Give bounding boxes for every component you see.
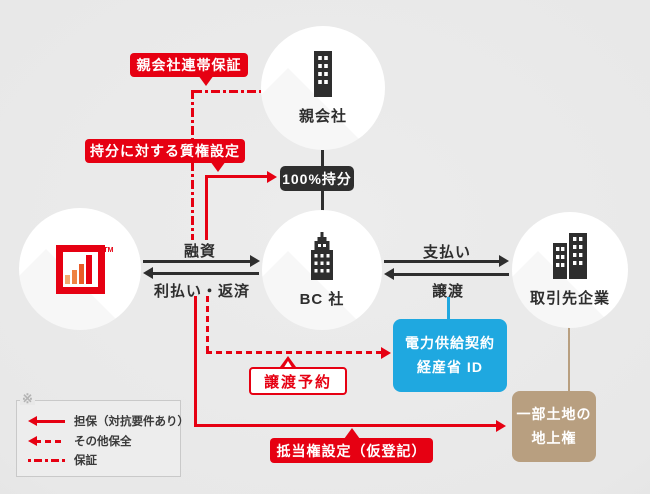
- mortgage-arrowhead: [496, 419, 506, 432]
- reserve-callout: 譲渡予約: [249, 367, 347, 395]
- legend-box: 担保（対抗要件あり） その他保全 保証: [16, 400, 189, 477]
- mortgage-callout-label: 抵当権設定（仮登記）: [276, 442, 427, 459]
- pledge-line-horizontal: [205, 175, 268, 178]
- tower-building-icon: [311, 231, 333, 280]
- bc-company-node: BC 社: [262, 210, 382, 330]
- pledge-callout-label: 持分に対する質権設定: [90, 143, 240, 159]
- equity-label: 100%持分: [282, 170, 352, 187]
- reserve-arrowhead: [381, 346, 391, 359]
- equity-bc-connector: [321, 191, 324, 211]
- power-contract-box: 電力供給契約 経産省 ID: [393, 319, 507, 392]
- logo-bar-4: [85, 254, 92, 284]
- trademark-mark: TM: [103, 246, 114, 254]
- bar-chart-logo: TM: [55, 244, 114, 294]
- client-land-connector: [568, 327, 570, 391]
- mortgage-callout-tail: [344, 428, 360, 439]
- building-icon: [314, 50, 332, 97]
- parent-equity-connector: [321, 150, 324, 167]
- repay-label: 利払い・返済: [153, 283, 250, 300]
- guarantee-callout: 親会社連帯保証: [130, 53, 248, 77]
- transfer-arrowhead: [384, 268, 394, 280]
- guarantee-line-vertical: [191, 90, 194, 240]
- bc-company-label: BC 社: [299, 290, 345, 308]
- pay-label: 支払い: [422, 244, 471, 261]
- logo-bar-3: [78, 263, 84, 284]
- dash-dot-line-icon: [28, 454, 65, 466]
- reserve-callout-label: 譲渡予約: [263, 373, 332, 391]
- guarantee-callout-tail: [198, 75, 214, 86]
- client-company-node: 取引先企業: [512, 212, 628, 328]
- legend-item-label: その他保全: [74, 436, 132, 448]
- loan-arrowhead: [250, 255, 260, 267]
- legend-item-collateral: 担保（対抗要件あり）: [28, 414, 189, 428]
- loan-arrow-line: [143, 260, 252, 263]
- logo-bar-1: [64, 274, 70, 284]
- lender-node: TM: [19, 208, 141, 330]
- parent-company-label: 親会社: [298, 107, 347, 125]
- equity-box: 100%持分: [280, 166, 354, 191]
- transfer-arrow-line: [393, 273, 509, 276]
- dashed-arrow-icon: [28, 435, 65, 447]
- guarantee-line-horizontal: [193, 90, 261, 93]
- legend-item-other-security: その他保全: [28, 434, 132, 448]
- two-buildings-icon: [553, 232, 587, 279]
- reserve-line-vertical: [206, 296, 209, 354]
- land-right-line2: 地上権: [531, 429, 577, 446]
- legend-item-guarantee: 保証: [28, 453, 97, 467]
- loan-label: 融資: [183, 243, 216, 260]
- land-right-box: 一部土地の 地上権: [512, 391, 596, 462]
- parent-company-node: 親会社: [261, 26, 385, 150]
- reserve-callout-tail-inner: [283, 361, 293, 369]
- logo-bar-2: [71, 269, 77, 284]
- legend-item-label: 保証: [74, 455, 97, 467]
- land-right-line1: 一部土地の: [516, 405, 592, 422]
- power-contract-line1: 電力供給契約: [405, 334, 495, 351]
- client-company-label: 取引先企業: [529, 289, 610, 307]
- reserve-line-horizontal: [206, 351, 382, 354]
- pay-arrowhead: [499, 255, 509, 267]
- pledge-callout-tail: [210, 161, 226, 172]
- mortgage-line-vertical: [194, 296, 197, 427]
- solid-arrow-icon: [28, 415, 65, 427]
- transfer-label: 譲渡: [431, 283, 464, 300]
- transfer-contract-connector: [447, 297, 450, 320]
- repay-arrowhead: [143, 267, 153, 279]
- repay-arrow-line: [152, 272, 259, 275]
- legend-item-label: 担保（対抗要件あり）: [74, 416, 189, 428]
- mortgage-line-horizontal: [194, 424, 497, 427]
- pay-arrow-line: [384, 260, 501, 263]
- pledge-callout: 持分に対する質権設定: [85, 139, 245, 163]
- pledge-line-vertical: [205, 176, 208, 240]
- mortgage-callout: 抵当権設定（仮登記）: [270, 438, 433, 463]
- guarantee-callout-label: 親会社連帯保証: [136, 57, 242, 73]
- legend-note-mark: ※: [20, 391, 35, 406]
- pledge-arrowhead: [267, 170, 277, 183]
- power-contract-line2: 経産省 ID: [417, 358, 483, 375]
